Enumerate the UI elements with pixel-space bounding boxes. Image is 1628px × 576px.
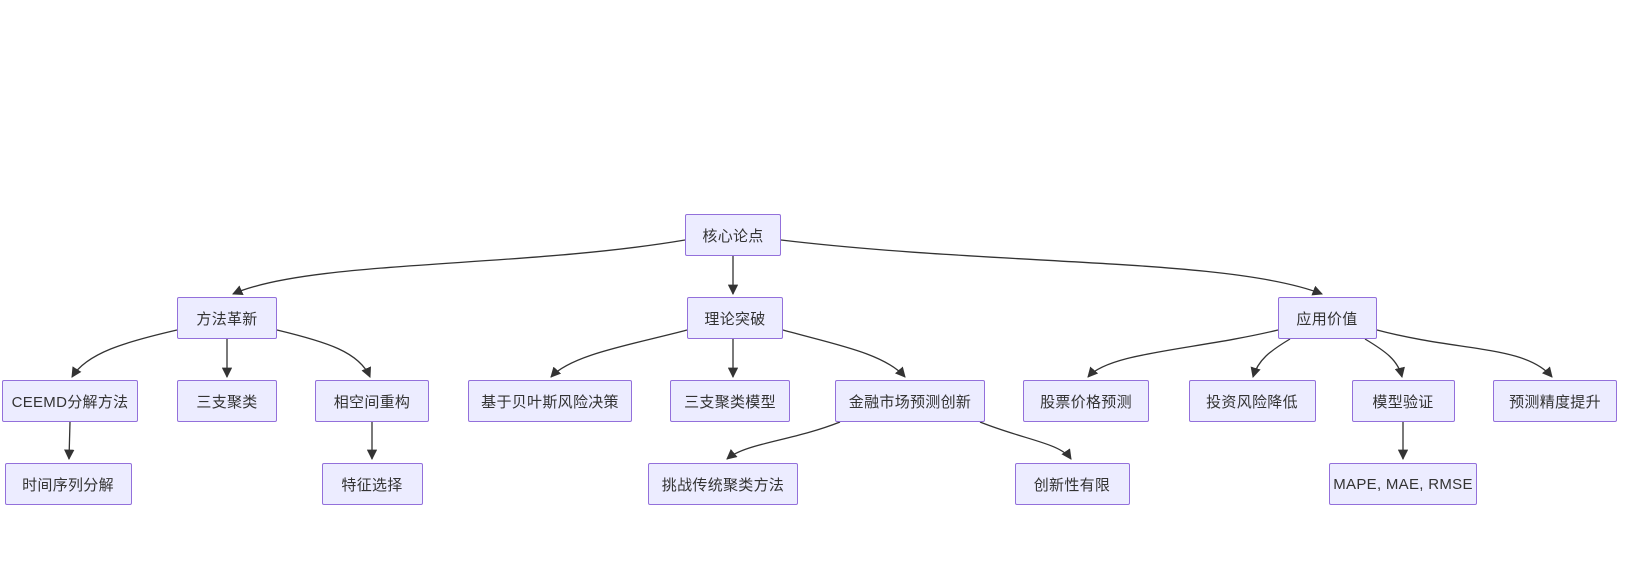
- node-challenge: 挑战传统聚类方法: [648, 463, 798, 505]
- edge-theory-bayes: [550, 329, 688, 378]
- node-core: 核心论点: [685, 214, 781, 256]
- node-theory: 理论突破: [687, 297, 783, 339]
- edge-finance-limited: [979, 421, 1072, 460]
- edge-application-risk: [1250, 338, 1291, 378]
- node-phase: 相空间重构: [315, 380, 429, 422]
- edge-theory-finance: [782, 329, 906, 378]
- node-twmodel: 三支聚类模型: [670, 380, 790, 422]
- node-feature: 特征选择: [321, 463, 423, 505]
- edge-core-application: [780, 239, 1323, 296]
- node-accuracy: 预测精度提升: [1493, 380, 1617, 422]
- edge-method-ceemd: [71, 329, 178, 378]
- node-validate: 模型验证: [1351, 380, 1455, 422]
- node-finance: 金融市场预测创新: [835, 380, 985, 422]
- edge-core-method: [232, 239, 686, 295]
- node-method: 方法革新: [177, 297, 277, 339]
- edge-ceemd-tsdecomp: [64, 421, 75, 461]
- node-application: 应用价值: [1277, 297, 1377, 339]
- edge-application-validate: [1364, 338, 1405, 379]
- node-ceemd: CEEMD分解方法: [2, 380, 138, 422]
- node-mape: MAPE, MAE, RMSE: [1329, 463, 1477, 505]
- edge-method-phase: [276, 329, 371, 378]
- node-threeway: 三支聚类: [177, 380, 277, 422]
- node-tsdecomp: 时间序列分解: [4, 463, 132, 505]
- edge-finance-challenge: [726, 421, 841, 460]
- edge-application-accuracy: [1376, 329, 1553, 378]
- node-risk: 投资风险降低: [1188, 380, 1316, 422]
- node-limited: 创新性有限: [1014, 463, 1130, 505]
- node-bayes: 基于贝叶斯风险决策: [468, 380, 632, 422]
- edge-application-stock: [1087, 329, 1279, 378]
- node-stock: 股票价格预测: [1023, 380, 1149, 422]
